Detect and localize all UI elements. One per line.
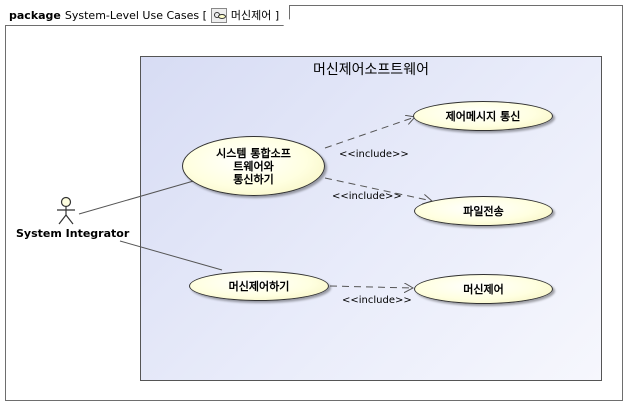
use-case-label: 머신제어 [463,282,504,296]
include-arrow-send-message[interactable] [324,117,415,149]
include-arrow-machine-control[interactable] [329,286,413,288]
frame-name: System-Level Use Cases [ [64,8,207,22]
frame-keyword: package [9,8,61,22]
frame-header-tab: package System-Level Use Cases [ 머신제어 ] [5,5,290,26]
include-arrow-file-transfer[interactable] [324,177,432,201]
include-label-file-transfer: <<include>> [332,191,402,202]
use-case-label: 시스템 통합소프 트웨어와 통신하기 [216,146,291,186]
association-line-control[interactable] [119,240,223,271]
actor-name: System Integrator [16,227,130,240]
use-case-file-transfer[interactable]: 파일전송 [414,196,553,226]
association-line-integration[interactable] [78,179,198,215]
include-label-send-message: <<include>> [339,149,409,160]
use-case-integration[interactable]: 시스템 통합소프 트웨어와 통신하기 [182,136,325,196]
system-boundary-title: 머신제어소프트웨어 [313,62,429,78]
use-case-label: 파일전송 [463,204,504,218]
include-label-machine-control: <<include>> [342,295,412,306]
use-case-send-message[interactable]: 제어메시지 통신 [413,101,553,131]
actor-icon[interactable] [57,196,75,225]
use-case-label: 제어메시지 통신 [445,109,521,123]
use-case-machine-control[interactable]: 머신제어 [414,274,553,304]
use-case-diagram-icon [211,8,227,23]
diagram-name: 머신제어 ] [230,9,280,22]
use-case-label: 머신제어하기 [228,279,290,293]
use-case-control[interactable]: 머신제어하기 [189,271,329,301]
